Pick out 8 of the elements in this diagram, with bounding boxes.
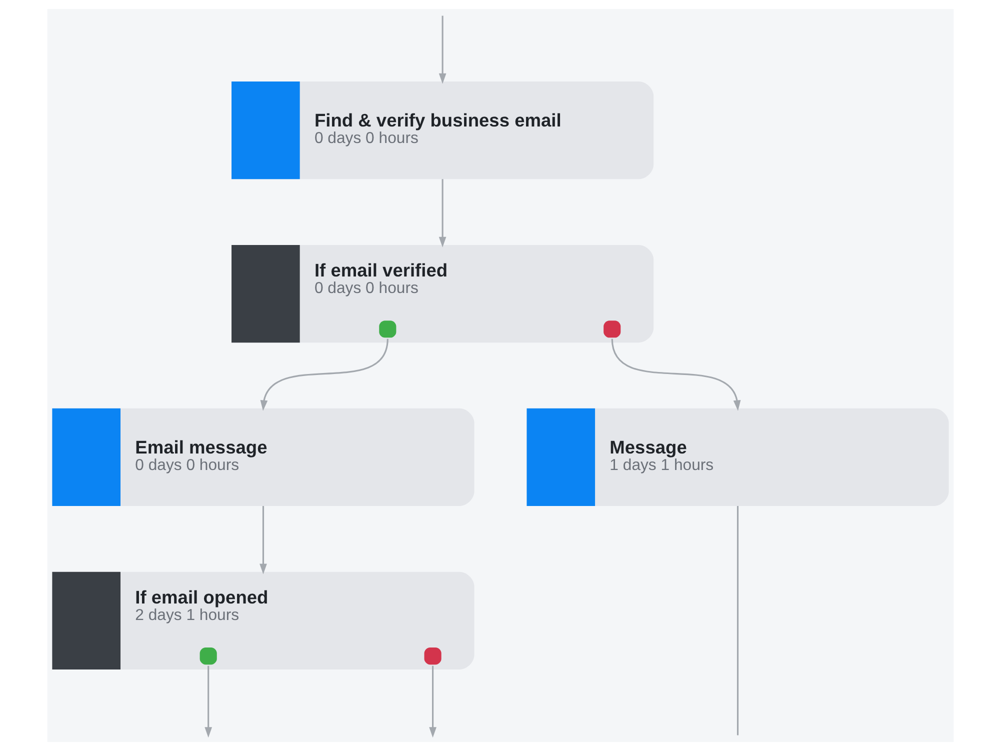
connector [736,506,738,735]
arrow [610,338,740,410]
arrow [259,506,266,574]
arrow [260,338,388,410]
arrow [428,665,436,738]
arrow [438,15,446,84]
arrow [204,665,212,738]
arrow [438,178,446,247]
